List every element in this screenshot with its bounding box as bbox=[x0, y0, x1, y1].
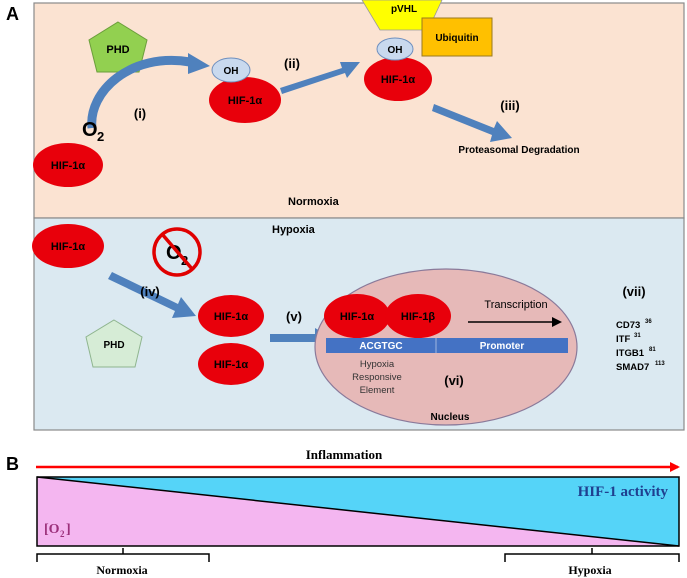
svg-text:Hypoxia: Hypoxia bbox=[568, 563, 611, 577]
hif-1a-hydroxylated: HIF-1α OH bbox=[209, 57, 281, 123]
inflammation-label: Inflammation bbox=[306, 447, 383, 462]
panel-a-letter: A bbox=[6, 4, 19, 24]
target-gene-itgb1: ITGB1 81 bbox=[616, 347, 656, 359]
hif-1a-normoxia-start: HIF-1α bbox=[33, 143, 103, 187]
svg-text:OH: OH bbox=[224, 66, 239, 77]
target-gene-cd73: CD73 36 bbox=[616, 319, 652, 331]
pvhl-complex: pVHL Ubiquitin HIF-1α OH bbox=[361, 0, 493, 101]
panel-b-letter: B bbox=[6, 454, 19, 474]
ubiquitin-box bbox=[421, 17, 493, 57]
oxygen-hif-gradient bbox=[36, 476, 680, 547]
svg-text:CD73: CD73 bbox=[616, 320, 640, 331]
hif-1a-stabilized-1: HIF-1α bbox=[198, 295, 264, 337]
oxygen-level-label: [O 2 ] bbox=[44, 522, 71, 539]
svg-text:HIF-1α: HIF-1α bbox=[51, 160, 86, 172]
no-oxygen-icon: O 2 bbox=[152, 227, 202, 277]
svg-text:PHD: PHD bbox=[103, 340, 124, 351]
step-ii-label: (ii) bbox=[284, 56, 300, 71]
hif-activity-label: HIF-1 activity bbox=[578, 484, 669, 500]
svg-text:OH: OH bbox=[388, 45, 403, 56]
hydroxylation-arrowhead bbox=[188, 53, 210, 74]
svg-text:HIF-1α: HIF-1α bbox=[381, 74, 416, 86]
svg-text:SMAD7: SMAD7 bbox=[616, 362, 649, 373]
dna-bar bbox=[326, 338, 568, 353]
svg-text:HIF-1α: HIF-1α bbox=[228, 95, 263, 107]
svg-text:HIF-1α: HIF-1α bbox=[340, 311, 375, 323]
transcription-label: Transcription bbox=[484, 299, 547, 311]
hif-1b-nuclear bbox=[385, 294, 451, 338]
svg-text:HIF-1α: HIF-1α bbox=[214, 311, 249, 323]
nucleus: Nucleus HIF-1α HIF-1β Transcription ACGT… bbox=[314, 268, 578, 426]
svg-text:O: O bbox=[166, 242, 182, 264]
target-gene-itf: ITF 31 bbox=[616, 333, 641, 345]
step-iii-arrow bbox=[432, 104, 512, 142]
svg-text:Normoxia: Normoxia bbox=[96, 563, 147, 577]
phd-inactive: PHD bbox=[85, 319, 143, 368]
svg-text:HIF-1β: HIF-1β bbox=[401, 311, 436, 323]
target-gene-smad7: SMAD7 113 bbox=[616, 361, 665, 373]
step-iii-label: (iii) bbox=[500, 98, 520, 113]
hre-line-3: Element bbox=[360, 385, 395, 396]
step-iv-label: (iv) bbox=[140, 284, 160, 299]
svg-text:ITGB1: ITGB1 bbox=[616, 348, 645, 359]
step-iv-arrow bbox=[108, 272, 196, 318]
svg-text:113: 113 bbox=[655, 361, 665, 367]
hif-1a-hypoxia-start: HIF-1α bbox=[32, 224, 104, 268]
svg-text:36: 36 bbox=[645, 319, 652, 325]
svg-text:Ubiquitin: Ubiquitin bbox=[435, 33, 478, 44]
svg-text:pVHL: pVHL bbox=[391, 4, 417, 15]
promoter-label: Promoter bbox=[480, 341, 525, 352]
svg-text:2: 2 bbox=[60, 529, 65, 539]
normoxia-label: Normoxia bbox=[288, 196, 340, 208]
svg-text:[O: [O bbox=[44, 522, 60, 537]
hypoxia-panel: Hypoxia HIF-1α O 2 (iv) PHD HIF-1α HIF-1… bbox=[32, 217, 685, 431]
normoxia-panel: Normoxia PHD O 2 HIF-1α (i) HIF-1α OH (i… bbox=[33, 0, 685, 219]
hydroxyl-group bbox=[211, 57, 251, 83]
svg-text:ITF: ITF bbox=[616, 334, 630, 345]
hif-1a-stabilized-2: HIF-1α bbox=[198, 343, 264, 385]
svg-text:]: ] bbox=[66, 522, 71, 537]
normoxia-bracket: Normoxia bbox=[36, 548, 210, 577]
target-gene-list: CD73 36 ITF 31 ITGB1 81 SMAD7 113 bbox=[616, 319, 665, 373]
step-i-label: (i) bbox=[134, 106, 146, 121]
step-vi-label: (vi) bbox=[444, 373, 464, 388]
hydroxylation-arrow bbox=[87, 56, 191, 129]
proteasomal-degradation-label: Proteasomal Degradation bbox=[458, 145, 579, 156]
hre-line-2: Responsive bbox=[352, 372, 402, 383]
hre-line-1: Hypoxia bbox=[360, 359, 395, 370]
svg-text:HIF-1α: HIF-1α bbox=[51, 241, 86, 253]
hif-1a-nuclear bbox=[324, 294, 390, 338]
svg-text:HIF-1α: HIF-1α bbox=[214, 359, 249, 371]
phd-label: PHD bbox=[106, 44, 129, 56]
step-vii-label: (vii) bbox=[622, 284, 645, 299]
svg-text:2: 2 bbox=[97, 129, 104, 144]
step-v-label: (v) bbox=[286, 309, 302, 324]
hydroxyl-group-2 bbox=[376, 37, 414, 61]
nucleus-label: Nucleus bbox=[431, 412, 470, 423]
step-ii-arrow bbox=[280, 62, 360, 94]
svg-text:81: 81 bbox=[649, 347, 656, 353]
svg-text:O: O bbox=[82, 119, 98, 141]
oxygen-symbol: O 2 bbox=[82, 119, 104, 144]
hypoxia-label: Hypoxia bbox=[272, 224, 316, 236]
svg-text:31: 31 bbox=[634, 333, 641, 339]
hypoxia-bracket: Hypoxia bbox=[504, 548, 680, 577]
acgtgc-label: ACGTGC bbox=[359, 341, 402, 352]
